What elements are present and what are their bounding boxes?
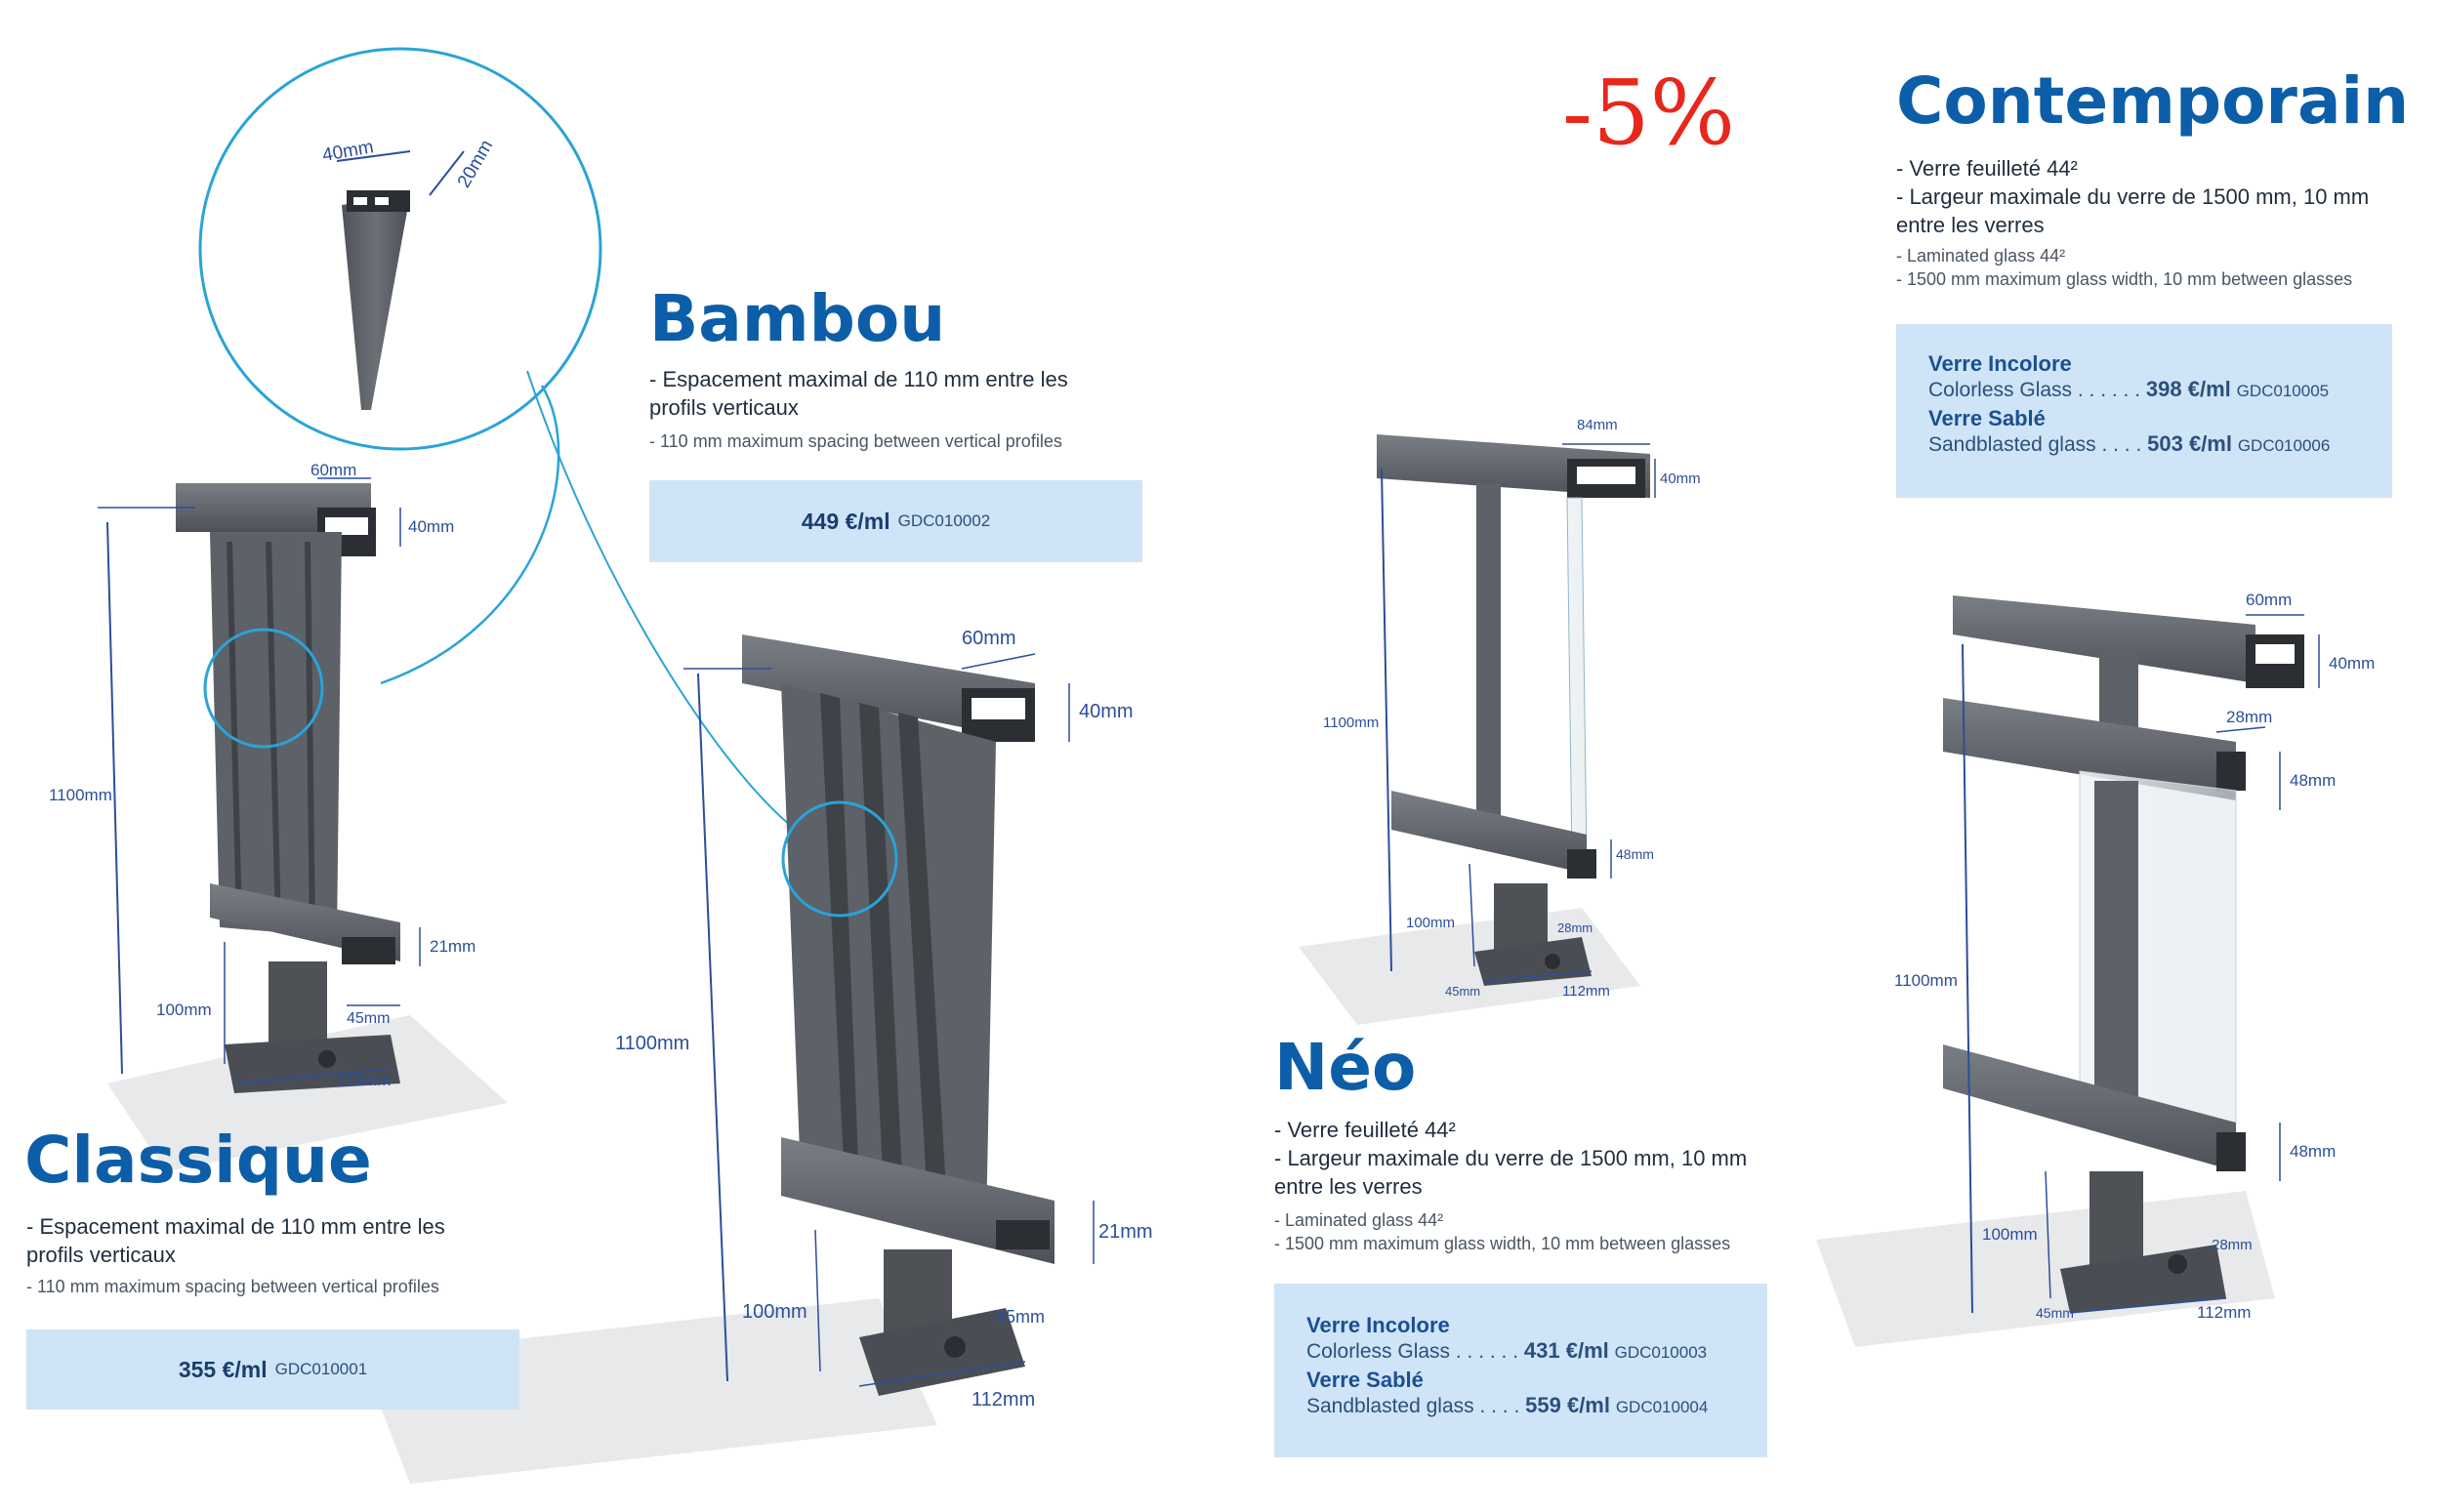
neo-incolore-price: 431 €/ml xyxy=(1523,1338,1609,1363)
bambou-price: 449 €/ml xyxy=(801,508,890,534)
neo-dim-foot: 45mm xyxy=(1445,984,1480,999)
classique-desc-en: - 110 mm maximum spacing between vertica… xyxy=(26,1277,439,1296)
contemporain-dim-height: 1100mm xyxy=(1894,971,1958,990)
neo-dim-top-h: 40mm xyxy=(1660,470,1701,487)
contemporain-dim-top-h: 40mm xyxy=(2329,654,2375,673)
neo-desc-en-1: - Laminated glass 44² xyxy=(1274,1210,1444,1230)
neo-illustration: 1100mm 84mm 40mm 48mm 100mm 28mm 45mm 11… xyxy=(1323,417,1701,1000)
contemporain-illustration: 1100mm 60mm 40mm 28mm 48mm 48mm 100mm 28… xyxy=(1894,591,2375,1322)
bambou-dim-rail-h: 21mm xyxy=(1098,1221,1153,1243)
neo-dim-base-d: 28mm xyxy=(1557,920,1593,935)
contemporain-incolore-line: Colorless Glass . . . . . . xyxy=(1928,379,2141,401)
neo-sable-code: GDC010004 xyxy=(1615,1398,1709,1416)
classique-dim-rail-h: 21mm xyxy=(430,937,476,956)
contemporain-desc-en-1: - Laminated glass 44² xyxy=(1896,246,2066,266)
neo-desc-en-2: - 1500 mm maximum glass width, 10 mm bet… xyxy=(1274,1234,1731,1253)
zoom-detail: 40mm 20mm xyxy=(198,47,811,840)
contemporain-sable-code: GDC010006 xyxy=(2237,436,2331,455)
contemporain-dim-mid-h: 48mm xyxy=(2290,771,2336,790)
contemporain-dim-post-h: 100mm xyxy=(1982,1225,2038,1244)
bambou-dim-top-w: 60mm xyxy=(962,628,1016,649)
bambou-dim-top-h: 40mm xyxy=(1079,701,1134,722)
contemporain-incolore-code: GDC010005 xyxy=(2236,382,2330,400)
contemporain-desc-fr-2: - Largeur maximale du verre de 1500 mm, … xyxy=(1896,184,2370,237)
neo-incolore-label: Verre Incolore xyxy=(1306,1313,1450,1337)
contemporain-dim-base-w: 112mm xyxy=(2197,1303,2251,1322)
classique-desc-fr: - Espacement maximal de 110 mm entre les… xyxy=(26,1214,445,1267)
bambou-desc-en: - 110 mm maximum spacing between vertica… xyxy=(649,431,1062,451)
neo-incolore-row: Colorless Glass . . . . . . 431 €/ml GDC… xyxy=(1306,1338,1767,1364)
neo-incolore-code: GDC010003 xyxy=(1614,1343,1708,1362)
neo-incolore-line: Colorless Glass . . . . . . xyxy=(1306,1340,1519,1363)
classique-dim-base-w: 112mm xyxy=(337,1071,391,1089)
neo-desc-fr: - Verre feuilleté 44² - Largeur maximale… xyxy=(1274,1116,1792,1201)
contemporain-desc-fr: - Verre feuilleté 44² - Largeur maximale… xyxy=(1896,154,2414,239)
classique-dim-top-h: 40mm xyxy=(408,517,454,536)
neo-sable-label: Verre Sablé xyxy=(1306,1368,1424,1392)
bambou-dim-base-w: 112mm xyxy=(972,1389,1035,1410)
contemporain-sable-line: Sandblasted glass . . . . xyxy=(1928,433,2142,456)
neo-desc-fr-1: - Verre feuilleté 44² xyxy=(1274,1118,1456,1142)
neo-sable-line: Sandblasted glass . . . . xyxy=(1306,1395,1520,1417)
neo-dim-rail-h: 48mm xyxy=(1616,846,1654,862)
neo-title: Néo xyxy=(1274,1030,1417,1105)
contemporain-sable-price: 503 €/ml xyxy=(2147,431,2232,456)
neo-price-box: Verre Incolore Colorless Glass . . . . .… xyxy=(1274,1284,1767,1457)
classique-dim-height: 1100mm xyxy=(49,786,112,804)
neo-sable-row: Sandblasted glass . . . . 559 €/ml GDC01… xyxy=(1306,1393,1767,1418)
classique-title: Classique xyxy=(24,1123,372,1198)
contemporain-desc-fr-1: - Verre feuilleté 44² xyxy=(1896,156,2078,181)
neo-dim-base-w: 112mm xyxy=(1562,983,1610,1000)
bambou-illustration: 1100mm 60mm 40mm 21mm 100mm 45mm 112mm xyxy=(615,628,1153,1410)
neo-sable-price: 559 €/ml xyxy=(1525,1393,1610,1417)
bambou-price-box: 449 €/ml GDC010002 xyxy=(649,480,1142,562)
bambou-title: Bambou xyxy=(649,281,946,356)
classique-dim-top-w: 60mm xyxy=(310,461,356,479)
contemporain-desc-en-2: - 1500 mm maximum glass width, 10 mm bet… xyxy=(1896,269,2353,289)
bambou-dim-foot: 45mm xyxy=(996,1307,1045,1327)
contemporain-sable-label: Verre Sablé xyxy=(1928,406,2046,430)
neo-dim-height: 1100mm xyxy=(1323,715,1379,731)
classique-code: GDC010001 xyxy=(274,1360,368,1378)
classique-illustration: 1100mm 60mm 40mm 21mm 100mm 45mm 112mm xyxy=(49,461,476,1093)
neo-dim-top-w: 84mm xyxy=(1577,417,1618,433)
classique-dim-base-d: 45mm xyxy=(347,1010,390,1027)
bambou-dim-height: 1100mm xyxy=(615,1033,689,1054)
neo-desc-en: - Laminated glass 44² - 1500 mm maximum … xyxy=(1274,1208,1730,1255)
contemporain-title: Contemporain xyxy=(1896,63,2410,139)
neo-dim-post-h: 100mm xyxy=(1406,915,1455,931)
promo-badge: -5% xyxy=(1562,61,1736,165)
classique-price-box: 355 €/ml GDC010001 xyxy=(26,1329,519,1410)
contemporain-price-box: Verre Incolore Colorless Glass . . . . .… xyxy=(1896,324,2392,498)
bambou-desc-fr: - Espacement maximal de 110 mm entre les… xyxy=(649,367,1068,420)
contemporain-incolore-price: 398 €/ml xyxy=(2145,377,2231,401)
contemporain-incolore-row: Colorless Glass . . . . . . 398 €/ml GDC… xyxy=(1928,377,2392,402)
contemporain-dim-mid-w: 28mm xyxy=(2226,708,2272,726)
contemporain-sable-row: Sandblasted glass . . . . 503 €/ml GDC01… xyxy=(1928,431,2392,457)
floor-shadows xyxy=(107,908,2275,1484)
contemporain-dim-base-d: 28mm xyxy=(2212,1237,2253,1253)
contemporain-dim-foot: 45mm xyxy=(2036,1305,2074,1321)
bambou-code: GDC010002 xyxy=(897,511,991,530)
classique-dim-post-h: 100mm xyxy=(156,1001,212,1019)
contemporain-incolore-label: Verre Incolore xyxy=(1928,351,2072,376)
contemporain-desc-en: - Laminated glass 44² - 1500 mm maximum … xyxy=(1896,244,2352,291)
contemporain-dim-top-w: 60mm xyxy=(2246,591,2292,609)
contemporain-dim-low-h: 48mm xyxy=(2290,1142,2336,1161)
neo-desc-fr-2: - Largeur maximale du verre de 1500 mm, … xyxy=(1274,1146,1748,1199)
classique-price: 355 €/ml xyxy=(178,1356,268,1382)
bambou-dim-post-h: 100mm xyxy=(742,1301,807,1323)
